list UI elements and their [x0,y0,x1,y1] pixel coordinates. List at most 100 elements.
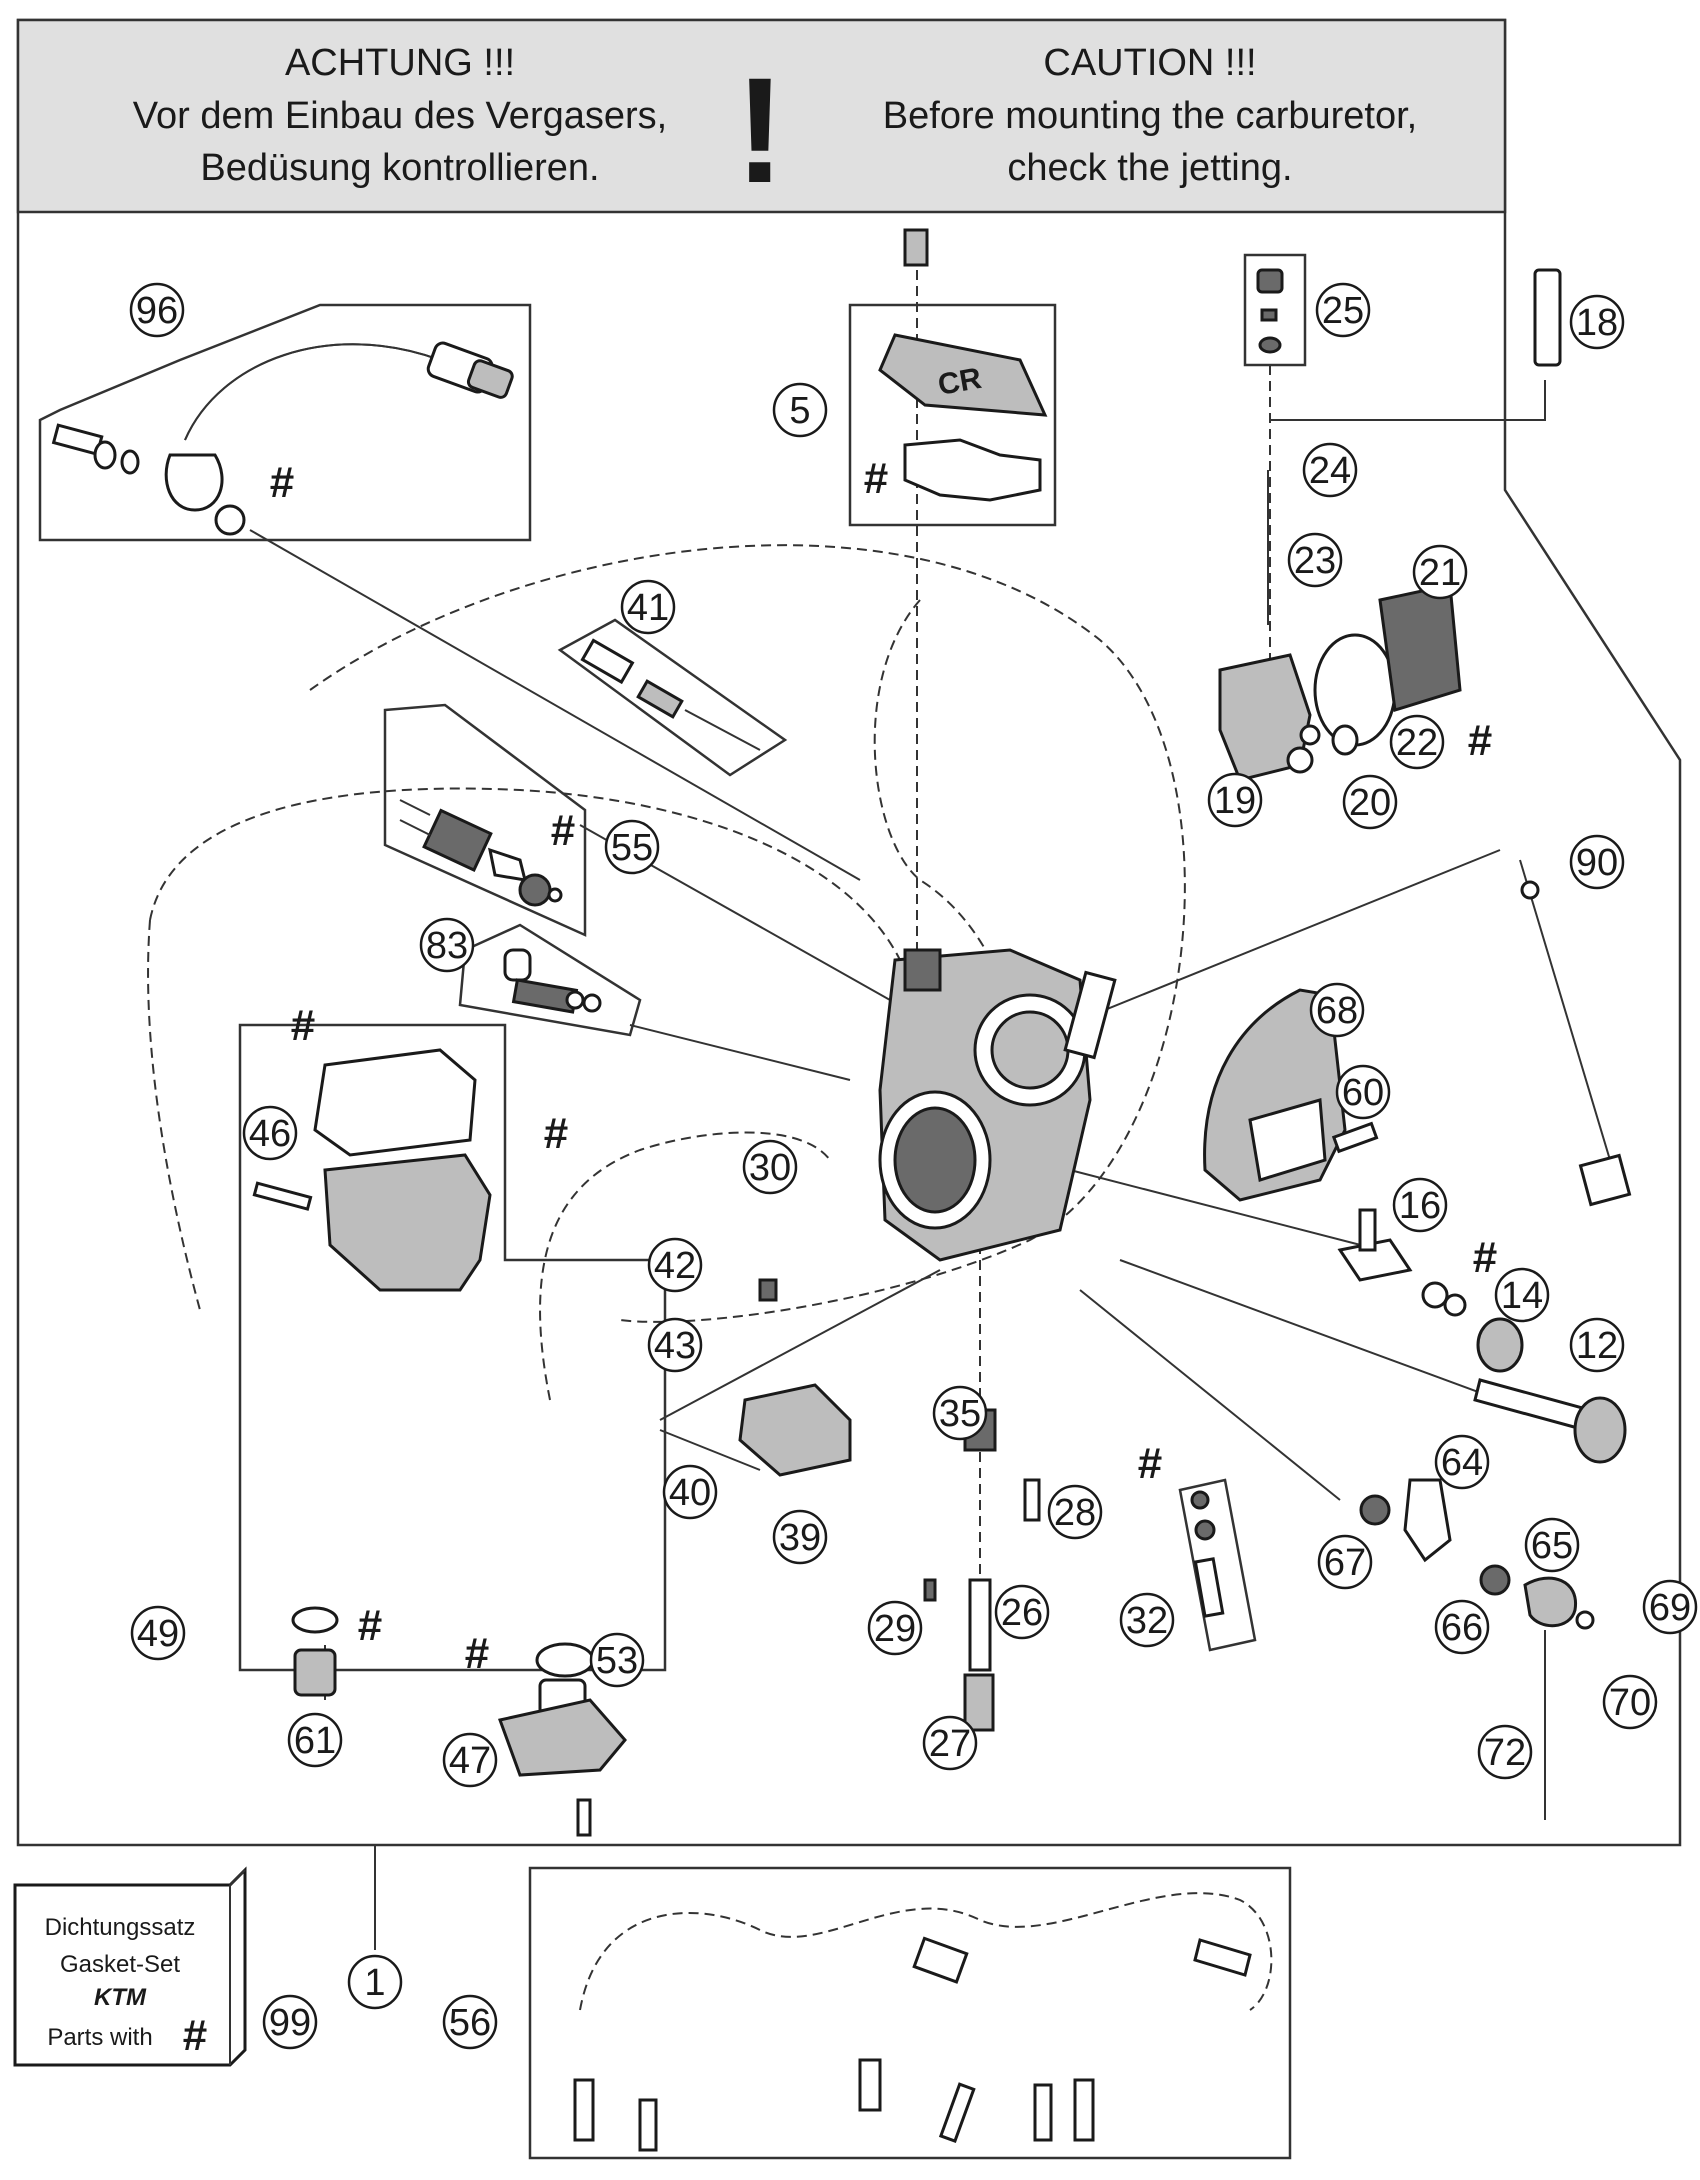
part-83-fitting [503,948,602,1014]
callout-41: 41 [620,579,676,635]
callout-42: 42 [647,1237,703,1293]
callout-96: 96 [129,282,185,338]
carburetor-body [878,948,1117,1262]
callout-circle [1315,282,1371,338]
hash-mark: # [1468,716,1492,765]
callout-circle [1412,544,1468,600]
hash-mark: # [544,1109,568,1158]
callout-5: 5 [772,382,828,438]
callout-56: 56 [442,1994,498,2050]
callout-label: 56 [449,2002,491,2044]
callout-65: 65 [1524,1517,1580,1573]
hash-mark: # [1138,1439,1162,1488]
callout-circle [1302,442,1358,498]
callout-circle [1434,1434,1490,1490]
callout-label: 64 [1441,1442,1483,1484]
part-12-throttle-shaft [1473,1317,1627,1464]
callout-46: 46 [242,1105,298,1161]
callout-label: 39 [779,1517,821,1559]
callout-label: 47 [449,1740,491,1782]
callout-28: 28 [1047,1484,1103,1540]
leader-90 [1079,849,1501,1021]
callout-60: 60 [1335,1064,1391,1120]
callout-67: 67 [1317,1534,1373,1590]
callout-label: 83 [426,925,468,967]
part-16-bracket [1337,1208,1467,1317]
callout-label: 43 [654,1325,696,1367]
callout-label: 35 [939,1393,981,1435]
caution-de-line1: Vor dem Einbau des Vergasers, [133,95,667,137]
part-32-screw-set [1190,1490,1225,1618]
hash-mark: # [864,454,888,503]
callout-circle [1317,1534,1373,1590]
callout-27: 27 [922,1715,978,1771]
gasket-set-line1: Dichtungssatz [45,1914,196,1941]
callout-circle [1389,714,1445,770]
vent-hose-dash [149,787,901,961]
hose-right-arc [873,599,1021,1151]
callout-circle [1524,1517,1580,1573]
leader-16 [1069,1169,1381,1251]
callout-label: 12 [1576,1325,1618,1367]
callout-47: 47 [442,1732,498,1788]
callout-label: 18 [1576,302,1618,344]
callout-circle [442,1732,498,1788]
callout-circle [922,1715,978,1771]
caution-header-bg [16,18,1507,214]
callout-label: 41 [627,587,669,629]
callout-label: 42 [654,1245,696,1287]
callout-circle [1047,1484,1103,1540]
callout-53: 53 [589,1632,645,1688]
callout-label: 29 [874,1608,916,1650]
callout-circle [647,1237,703,1293]
callout-14: 14 [1494,1267,1550,1323]
part-49-float-bowl [252,1048,627,1837]
callout-circle [287,1712,343,1768]
callout-90: 90 [1569,834,1625,890]
callout-29: 29 [867,1600,923,1656]
callout-circle [1335,1064,1391,1120]
caution-de-line2: Bedüsung kontrollieren. [200,147,599,189]
leader-18 [1270,380,1546,421]
part-25-jets [1256,268,1562,625]
callout-12: 12 [1569,1317,1625,1373]
callout-label: 67 [1324,1542,1366,1584]
callout-label: 49 [137,1613,179,1655]
callout-label: 69 [1649,1587,1691,1629]
callout-32: 32 [1119,1592,1175,1648]
box-32 [1178,1478,1257,1652]
callout-circle [1477,1724,1533,1780]
callout-circle [442,1994,498,2050]
caution-en-title: CAUTION !!! [1043,42,1256,84]
hash-mark: # [270,458,294,507]
callout-circle [932,1385,988,1441]
callout-label: 22 [1396,722,1438,764]
callout-30: 30 [742,1139,798,1195]
callout-20: 20 [1342,774,1398,830]
callout-64: 64 [1434,1434,1490,1490]
callout-1: 1 [347,1954,403,2010]
callout-circle [1434,1599,1490,1655]
callout-label: 53 [596,1640,638,1682]
part-68-cover [1203,988,1379,1202]
part-35-jet-stack [923,1408,1041,1732]
callout-21: 21 [1412,544,1468,600]
callout-label: 72 [1484,1732,1526,1774]
part-19-accel-pump [1218,583,1462,782]
callout-label: 5 [789,390,810,432]
throttle-cable-dash [309,544,1186,1323]
callout-label: 30 [749,1147,791,1189]
callout-circle [419,917,475,973]
callout-label: 24 [1309,450,1351,492]
leader-83 [629,1024,851,1081]
callout-55: 55 [604,819,660,875]
hash-mark: # [358,1601,382,1650]
part-96-sensor-cable [51,341,514,536]
caution-de-title: ACHTUNG !!! [285,42,515,84]
callout-label: 23 [1294,540,1336,582]
callout-circle [1119,1592,1175,1648]
hash-mark: # [465,1629,489,1678]
hash-marks: ########## [270,454,1497,1678]
part-41-fitting [580,638,761,751]
